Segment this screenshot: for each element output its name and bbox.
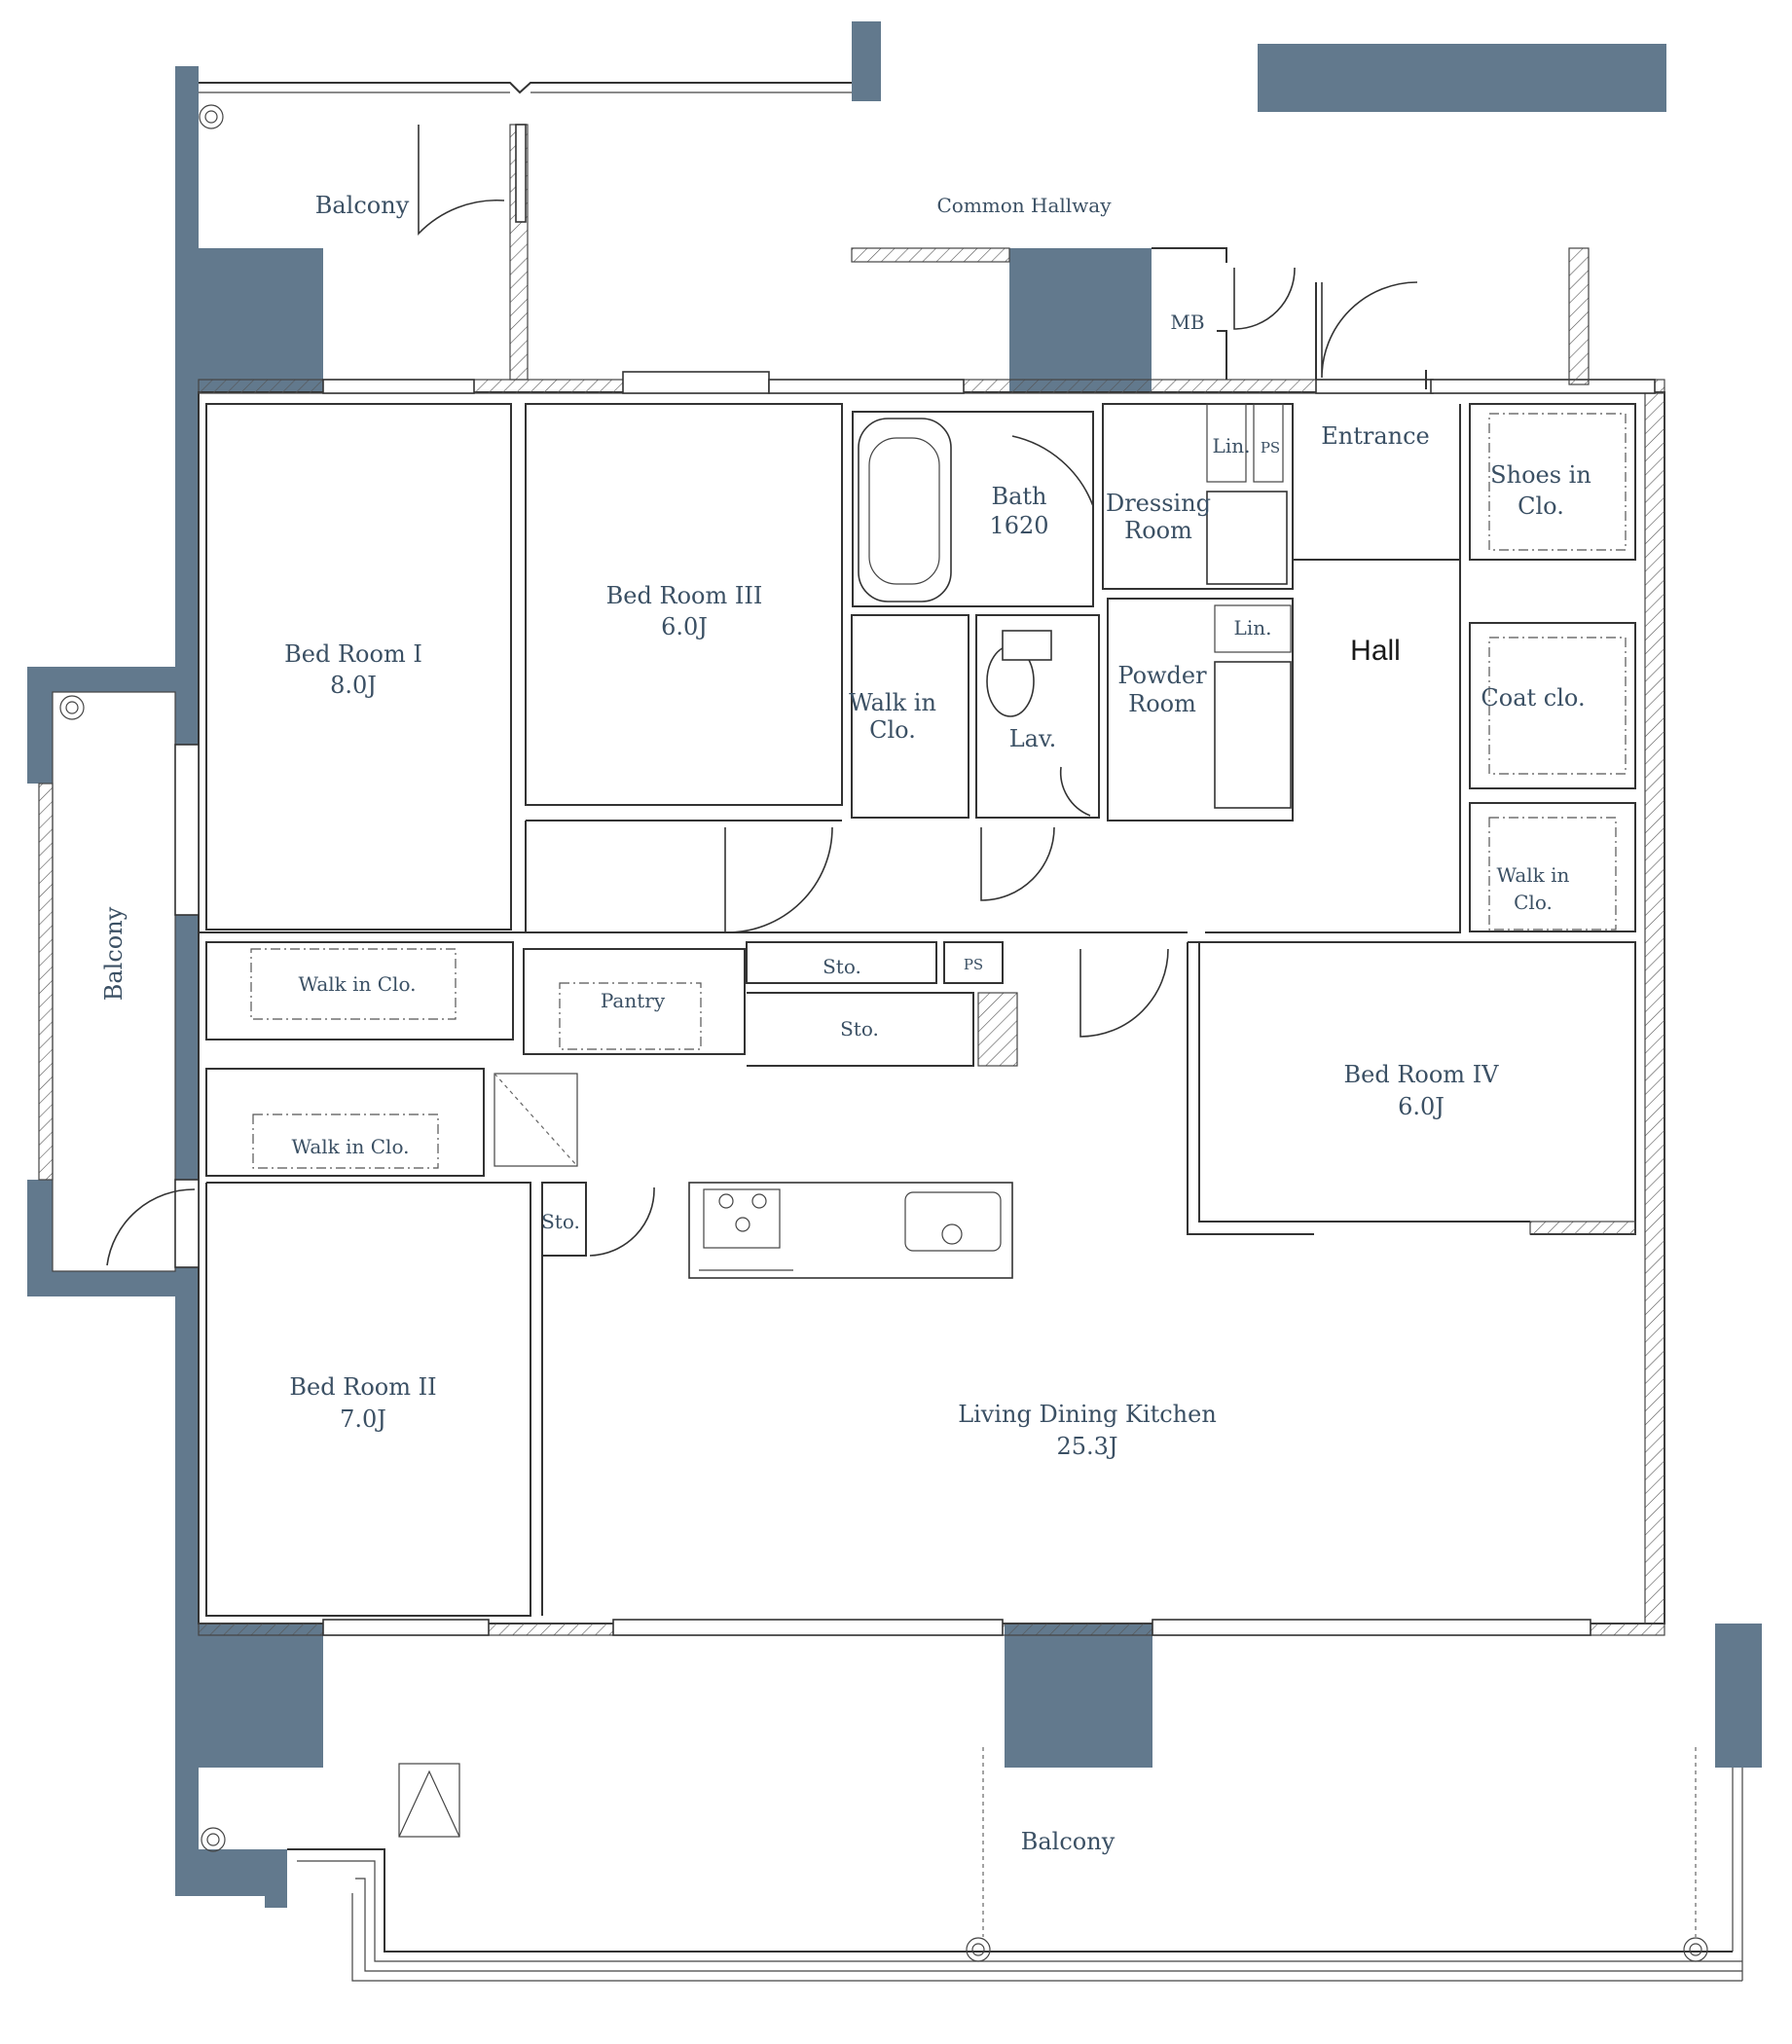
storage-1-label: Sto. bbox=[823, 955, 861, 978]
wic-center-label-2: Clo. bbox=[869, 716, 916, 744]
wic-left-1-label: Walk in Clo. bbox=[299, 972, 417, 996]
interior-partitions bbox=[199, 403, 1636, 1617]
wic-right-label-1: Walk in bbox=[1497, 863, 1570, 887]
storage-3-label: Sto. bbox=[541, 1210, 580, 1233]
mb-label: MB bbox=[1170, 310, 1204, 334]
powder-room-label-1: Powder bbox=[1117, 662, 1207, 689]
ps-2-label: PS bbox=[964, 956, 983, 973]
balcony-west-label: Balcony bbox=[100, 906, 128, 1001]
wic-left-2-label: Walk in Clo. bbox=[292, 1135, 410, 1158]
pantry-label: Pantry bbox=[601, 989, 666, 1012]
doors bbox=[106, 125, 1418, 1266]
shoes-closet-label-1: Shoes in bbox=[1490, 461, 1591, 489]
common-hallway-label: Common Hallway bbox=[936, 194, 1112, 217]
balcony-details bbox=[59, 104, 1708, 1962]
bedroom-3-size: 6.0J bbox=[661, 613, 708, 640]
hall-label: Hall bbox=[1350, 635, 1401, 667]
linen-1-label: Lin. bbox=[1213, 434, 1251, 457]
entrance-label: Entrance bbox=[1321, 422, 1430, 450]
linen-2-label: Lin. bbox=[1234, 616, 1272, 639]
bath-name-label: Bath bbox=[991, 483, 1046, 510]
wic-center-label-1: Walk in bbox=[849, 689, 936, 716]
balcony-north-label: Balcony bbox=[315, 192, 410, 219]
structural-walls bbox=[27, 21, 1762, 1908]
dressing-room-label-2: Room bbox=[1124, 517, 1192, 544]
shoes-closet-label-2: Clo. bbox=[1518, 493, 1564, 520]
bath-size-label: 1620 bbox=[989, 512, 1048, 539]
bedroom-4-name: Bed Room IV bbox=[1344, 1061, 1500, 1088]
balcony-south-label: Balcony bbox=[1021, 1828, 1115, 1855]
ldk-size: 25.3J bbox=[1056, 1433, 1117, 1460]
ldk-name: Living Dining Kitchen bbox=[958, 1401, 1217, 1428]
ps-1-label: PS bbox=[1261, 439, 1280, 456]
bedroom-4-size: 6.0J bbox=[1398, 1093, 1445, 1120]
bedroom-1-size: 8.0J bbox=[330, 672, 377, 699]
dressing-room-label-1: Dressing bbox=[1106, 490, 1211, 517]
wic-right-label-2: Clo. bbox=[1514, 891, 1553, 914]
room-labels: Balcony Common Hallway MB Entrance Lin. … bbox=[100, 192, 1591, 1855]
bedroom-2-name: Bed Room II bbox=[289, 1373, 436, 1401]
coat-closet-label: Coat clo. bbox=[1481, 684, 1585, 712]
bedroom-1-name: Bed Room I bbox=[284, 640, 422, 668]
bedroom-2-size: 7.0J bbox=[340, 1405, 386, 1433]
lavatory-label: Lav. bbox=[1009, 725, 1057, 752]
storage-2-label: Sto. bbox=[840, 1017, 879, 1040]
powder-room-label-2: Room bbox=[1128, 690, 1196, 717]
bedroom-3-name: Bed Room III bbox=[606, 582, 763, 609]
walls-outline bbox=[38, 82, 1743, 1982]
